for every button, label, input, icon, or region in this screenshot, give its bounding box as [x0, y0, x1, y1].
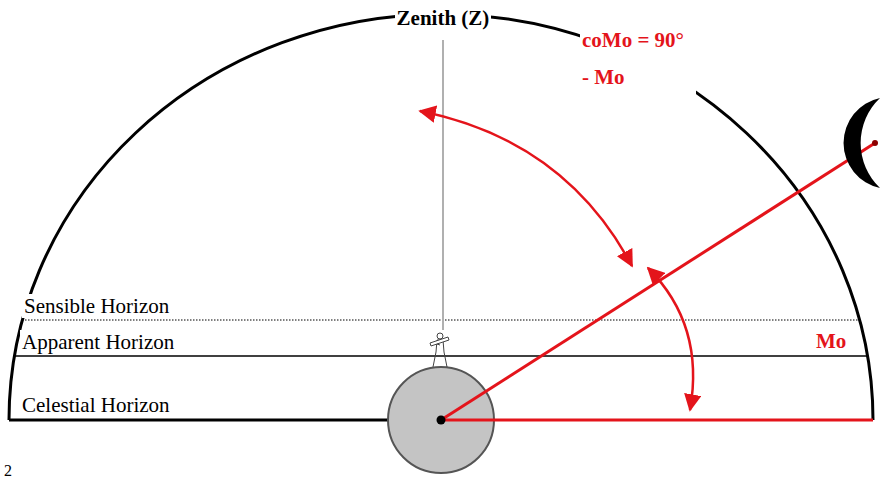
- altitude-label: Mo: [814, 329, 848, 353]
- sensible-horizon-line: [22, 320, 860, 321]
- horizon-reference-line: [441, 419, 873, 422]
- earth-centre: [437, 416, 446, 425]
- page-number: 2: [2, 462, 14, 480]
- complement-altitude-label: coMo = 90° - Mo: [580, 22, 696, 96]
- celestial-horizon-label: Celestial Horizon: [20, 393, 172, 417]
- apparent-horizon-label: Apparent Horizon: [20, 330, 176, 354]
- observer-figure: [430, 333, 449, 367]
- apparent-horizon-line: [14, 355, 867, 357]
- zenith-line: [442, 40, 444, 330]
- moon-centre: [872, 140, 878, 146]
- zenith-angle-arrow: [420, 111, 632, 266]
- celestial-horizon-line: [9, 419, 441, 422]
- zenith-label: Zenith (Z): [395, 6, 492, 30]
- sensible-horizon-label: Sensible Horizon: [22, 294, 171, 318]
- celestial-sphere: [9, 14, 873, 420]
- sight-line: [441, 143, 875, 420]
- altitude-angle-arrow: [648, 268, 693, 410]
- moon-symbol: [844, 98, 880, 188]
